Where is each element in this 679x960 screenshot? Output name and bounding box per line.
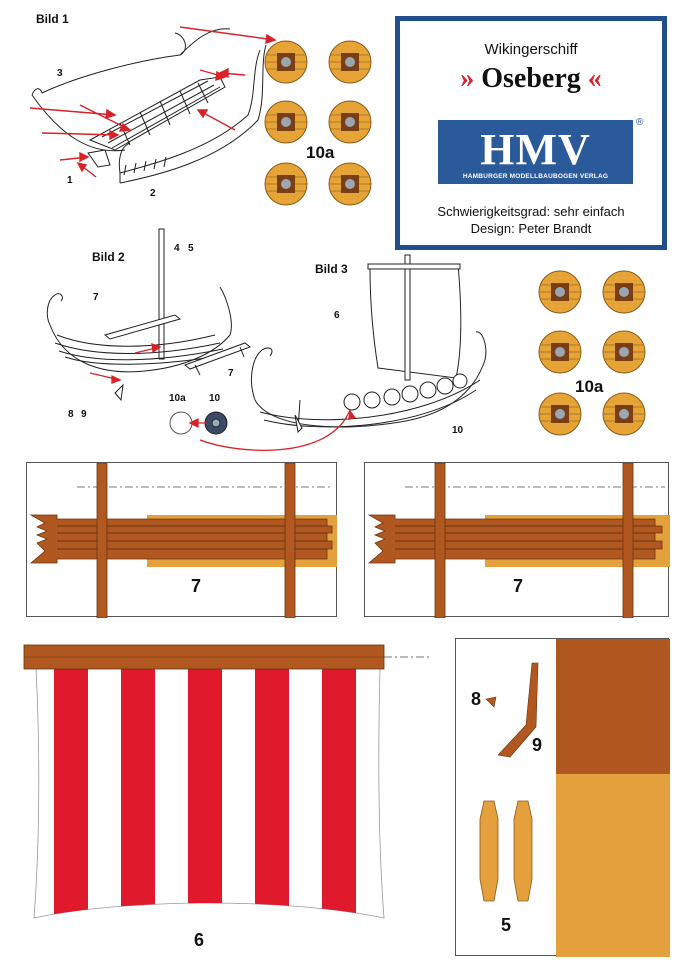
hmv-logo: HMV HAMBURGER MODELLBAUBOGEN VERLAG bbox=[438, 120, 633, 184]
callout-1: 1 bbox=[67, 175, 73, 186]
shield-10a-1 bbox=[264, 40, 308, 84]
shield-10a-2 bbox=[328, 40, 372, 84]
quote-right: « bbox=[587, 63, 602, 94]
part-6-sail bbox=[23, 644, 430, 919]
shields-grid-mid bbox=[538, 270, 646, 436]
part-label-7-right: 7 bbox=[513, 576, 524, 596]
shield-10a-9 bbox=[538, 330, 582, 374]
part-label-9: 9 bbox=[532, 735, 543, 755]
shield-10a-8 bbox=[602, 270, 646, 314]
callout-8: 8 bbox=[68, 409, 74, 420]
callout-6: 6 bbox=[334, 310, 340, 321]
callout-10-bild3: 10 bbox=[452, 425, 464, 436]
designer-text: Design: Peter Brandt bbox=[470, 221, 592, 236]
logo-subtext: HAMBURGER MODELLBAUBOGEN VERLAG bbox=[462, 173, 609, 180]
figure-label-bild2: Bild 2 bbox=[92, 250, 125, 264]
callout-10: 10 bbox=[209, 393, 221, 404]
bild2-ship-drawing bbox=[46, 228, 252, 435]
callout-2: 2 bbox=[150, 188, 156, 199]
part-7-right-frame: 7 bbox=[364, 462, 670, 618]
callout-5: 5 bbox=[188, 243, 194, 254]
part-7-right-drawing bbox=[367, 463, 670, 618]
figure-label-bild3: Bild 3 bbox=[315, 262, 348, 276]
difficulty-text: Schwierigkeitsgrad: sehr einfach bbox=[437, 204, 625, 219]
callout-9: 9 bbox=[81, 409, 87, 420]
shield-10a-12 bbox=[602, 392, 646, 436]
bild1-ship-exploded-drawing bbox=[29, 26, 277, 184]
part-7-left-drawing bbox=[29, 463, 337, 618]
callout-10a-small: 10a bbox=[169, 393, 186, 404]
color-patch-light bbox=[556, 774, 670, 957]
title-box: Wikingerschiff » Oseberg « HMV HAMBURGER… bbox=[395, 16, 667, 250]
small-parts-frame: 8 9 5 bbox=[455, 638, 670, 957]
color-patch-dark bbox=[556, 639, 670, 774]
shield-10a-3 bbox=[264, 100, 308, 144]
callout-7-left: 7 bbox=[93, 292, 99, 303]
shields-label-top: 10a bbox=[306, 143, 335, 162]
callout-7-right: 7 bbox=[228, 368, 234, 379]
shields-grid-top bbox=[264, 40, 372, 206]
part-label-7-left: 7 bbox=[191, 576, 202, 596]
model-name: » Oseberg « bbox=[400, 63, 662, 95]
part-label-5: 5 bbox=[501, 915, 512, 935]
callout-4: 4 bbox=[174, 243, 180, 254]
quote-left: » bbox=[460, 63, 475, 94]
subtitle: Wikingerschiff bbox=[484, 41, 578, 58]
model-name-text: Oseberg bbox=[481, 63, 581, 94]
shield-10a-6 bbox=[328, 162, 372, 206]
part-label-8: 8 bbox=[471, 689, 482, 709]
shield-10a-10 bbox=[602, 330, 646, 374]
bild3-ship-drawing bbox=[200, 254, 487, 451]
shield-10a-5 bbox=[264, 162, 308, 206]
part-7-left-frame: 7 bbox=[26, 462, 337, 618]
shield-10a-7 bbox=[538, 270, 582, 314]
shield-10a-11 bbox=[538, 392, 582, 436]
shields-label-mid: 10a bbox=[575, 377, 604, 396]
callout-3: 3 bbox=[57, 68, 63, 79]
small-parts-drawing bbox=[479, 662, 539, 902]
registered-mark: ® bbox=[636, 117, 644, 128]
shield-10a-4 bbox=[328, 100, 372, 144]
figure-label-bild1: Bild 1 bbox=[36, 12, 69, 26]
logo-text: HMV bbox=[480, 125, 591, 174]
part-label-6: 6 bbox=[194, 930, 205, 950]
